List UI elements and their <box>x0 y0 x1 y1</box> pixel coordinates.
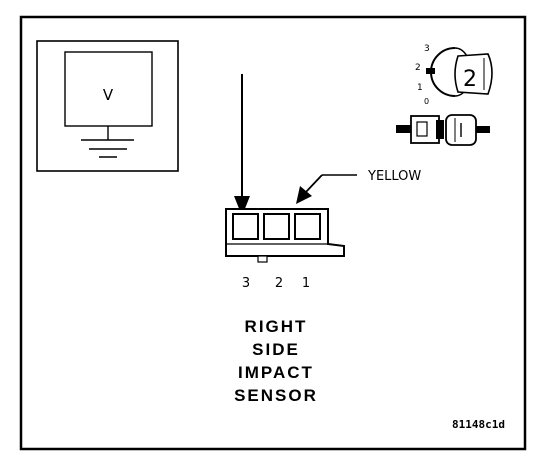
cavity-3 <box>232 213 259 240</box>
caption-line-1: RIGHT <box>245 317 308 336</box>
caption-line-3: IMPACT <box>238 363 314 382</box>
wire-color-callout: YELLOW <box>296 169 421 204</box>
component-caption: RIGHT SIDE IMPACT SENSOR <box>234 317 318 405</box>
figure-number: 81148c1d <box>452 418 505 431</box>
ignition-position-0: 0 <box>424 97 429 106</box>
caption-line-4: SENSOR <box>234 386 318 405</box>
probe-arrow <box>234 74 250 216</box>
diagram-frame <box>19 15 527 451</box>
wire-color-label: YELLOW <box>367 169 421 184</box>
pin-number-2: 2 <box>275 276 283 291</box>
connector-pair-icon <box>396 114 490 146</box>
ignition-position-2: 2 <box>415 63 421 73</box>
pin-number-3: 3 <box>242 276 250 291</box>
voltmeter-symbol: V <box>36 40 179 172</box>
pin-number-1: 1 <box>302 276 310 291</box>
ignition-switch-icon: 3 2 1 0 2 <box>415 44 493 106</box>
voltmeter-label: V <box>103 86 114 104</box>
sensor-connector <box>225 208 345 263</box>
ignition-position-1: 1 <box>417 83 423 93</box>
cavity-1 <box>294 213 321 240</box>
ignition-key-label: 2 <box>463 67 477 92</box>
caption-line-2: SIDE <box>252 340 300 359</box>
ignition-position-3: 3 <box>424 44 430 54</box>
cavity-2 <box>263 213 290 240</box>
